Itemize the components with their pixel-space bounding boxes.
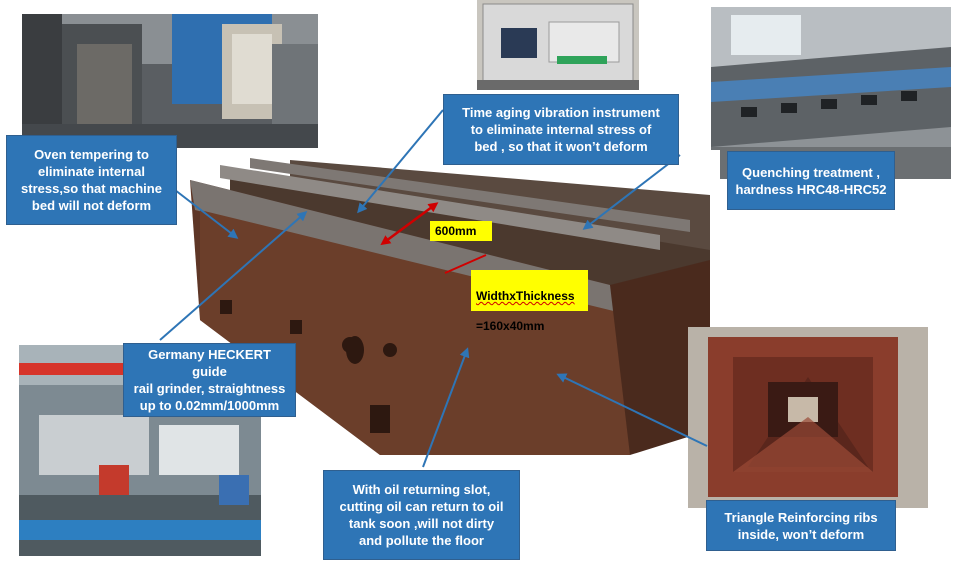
ribs-callout: Triangle Reinforcing ribs inside, won’t … xyxy=(706,500,896,551)
oil-slot-callout: With oil returning slot, cutting oil can… xyxy=(323,470,520,560)
width-dimension-arrow xyxy=(444,254,487,274)
height-dimension-label: 600mm xyxy=(430,221,492,241)
quenching-arrow xyxy=(582,154,681,230)
height-dimension-arrow xyxy=(380,202,439,246)
oven-arrow xyxy=(174,189,239,239)
reinforcing-ribs-photo xyxy=(688,327,928,508)
machine-bed-photo xyxy=(190,150,720,455)
quenching-callout: Quenching treatment , hardness HRC48-HRC… xyxy=(727,151,895,210)
width-thickness-label: WidthxThickness =160x40mm xyxy=(471,270,588,333)
ribs-arrow xyxy=(556,373,708,447)
oil-slot-arrow xyxy=(422,347,470,468)
width-thickness-label-bottom: =160x40mm xyxy=(476,319,545,333)
grinder-callout: Germany HECKERT guide rail grinder, stra… xyxy=(123,343,296,417)
oven-tempering-photo xyxy=(22,14,318,148)
vibration-arrow xyxy=(357,109,444,214)
vibration-callout: Time aging vibration instrument to elimi… xyxy=(443,94,679,165)
grinder-arrow xyxy=(159,211,308,341)
vibration-instrument-photo xyxy=(477,0,639,90)
width-thickness-label-top: WidthxThickness xyxy=(476,289,575,303)
oven-tempering-callout: Oven tempering to eliminate internal str… xyxy=(6,135,177,225)
